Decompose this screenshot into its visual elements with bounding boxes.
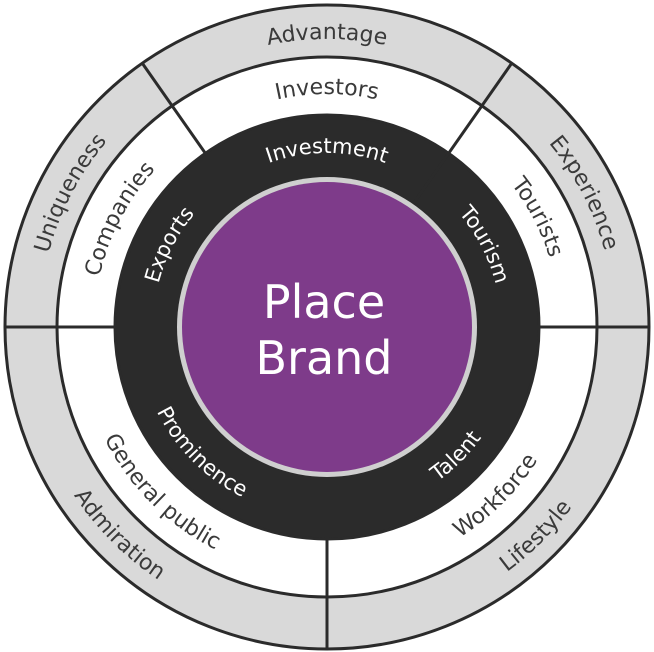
center-circle [182, 182, 472, 472]
segment-divider-0 [141, 62, 243, 205]
segment-divider-1 [411, 62, 513, 205]
center-title-line-2: Brand [255, 331, 392, 385]
segment-dividers [5, 62, 649, 649]
center-title-line-1: Place [263, 275, 385, 329]
